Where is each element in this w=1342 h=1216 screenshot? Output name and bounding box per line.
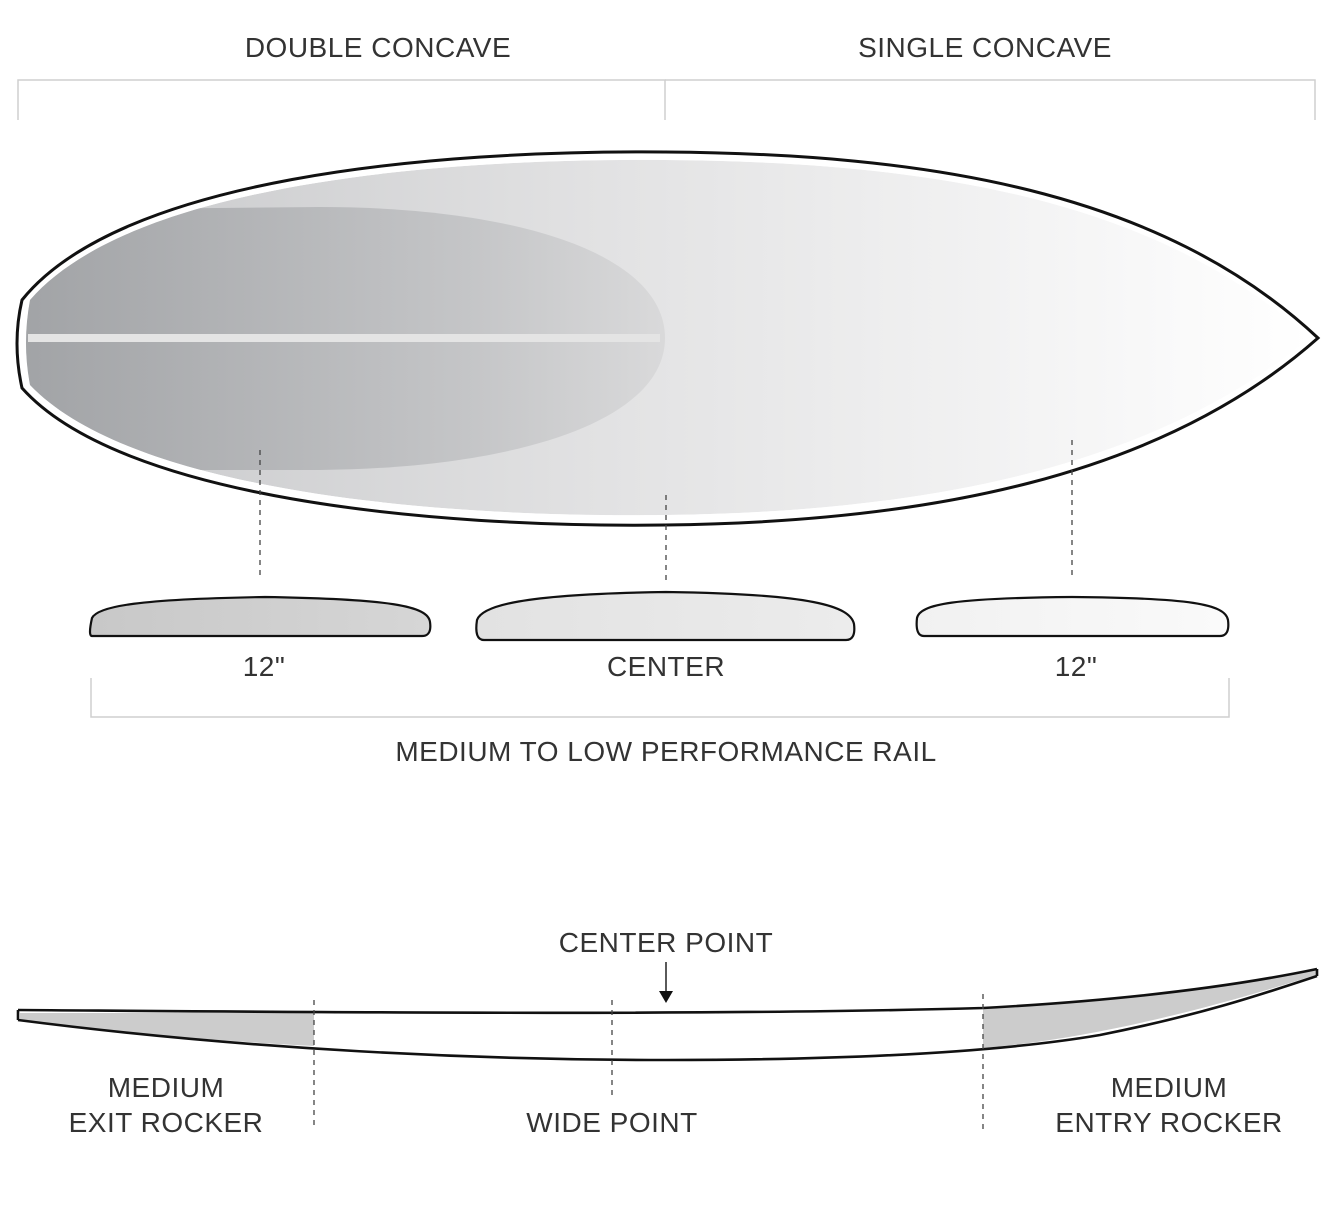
center-point-arrowhead: [659, 991, 673, 1003]
left-rail-label: 12": [243, 651, 286, 682]
rocker-profile: CENTER POINT MEDIUM EXIT ROCKER WIDE POI…: [16, 927, 1319, 1138]
rail-summary-label: MEDIUM TO LOW PERFORMANCE RAIL: [395, 736, 936, 767]
center-point-label: CENTER POINT: [559, 927, 773, 958]
single-concave-label: SINGLE CONCAVE: [858, 32, 1112, 63]
double-concave-bracket: [17, 79, 666, 120]
rail-cross-sections: 12" CENTER 12" MEDIUM TO LOW PERFORMANCE…: [88, 590, 1230, 767]
exit-rocker-label-line2: EXIT ROCKER: [69, 1107, 264, 1138]
center-rail-label: CENTER: [607, 651, 725, 682]
double-concave-label: DOUBLE CONCAVE: [245, 32, 511, 63]
single-concave-bracket: [665, 79, 1316, 120]
center-rail-section: [475, 590, 856, 642]
right-rail-section: [915, 595, 1230, 638]
exit-rocker-fill: [20, 1013, 314, 1046]
right-rail-label: 12": [1055, 651, 1098, 682]
left-rail-section: [88, 595, 432, 638]
rocker-deck-line: [17, 967, 1318, 1015]
board-top-view: [15, 150, 1321, 527]
entry-rocker-label-line1: MEDIUM: [1111, 1072, 1228, 1103]
entry-rocker-fill: [983, 970, 1316, 1048]
entry-rocker-label-line2: ENTRY ROCKER: [1055, 1107, 1282, 1138]
wide-point-label: WIDE POINT: [526, 1107, 697, 1138]
rail-bracket: [90, 678, 1230, 718]
rocker-bottom-line: [17, 974, 1318, 1062]
top-brackets: DOUBLE CONCAVE SINGLE CONCAVE: [17, 32, 1316, 120]
section-lines: [259, 440, 1073, 580]
exit-rocker-label-line1: MEDIUM: [108, 1072, 225, 1103]
